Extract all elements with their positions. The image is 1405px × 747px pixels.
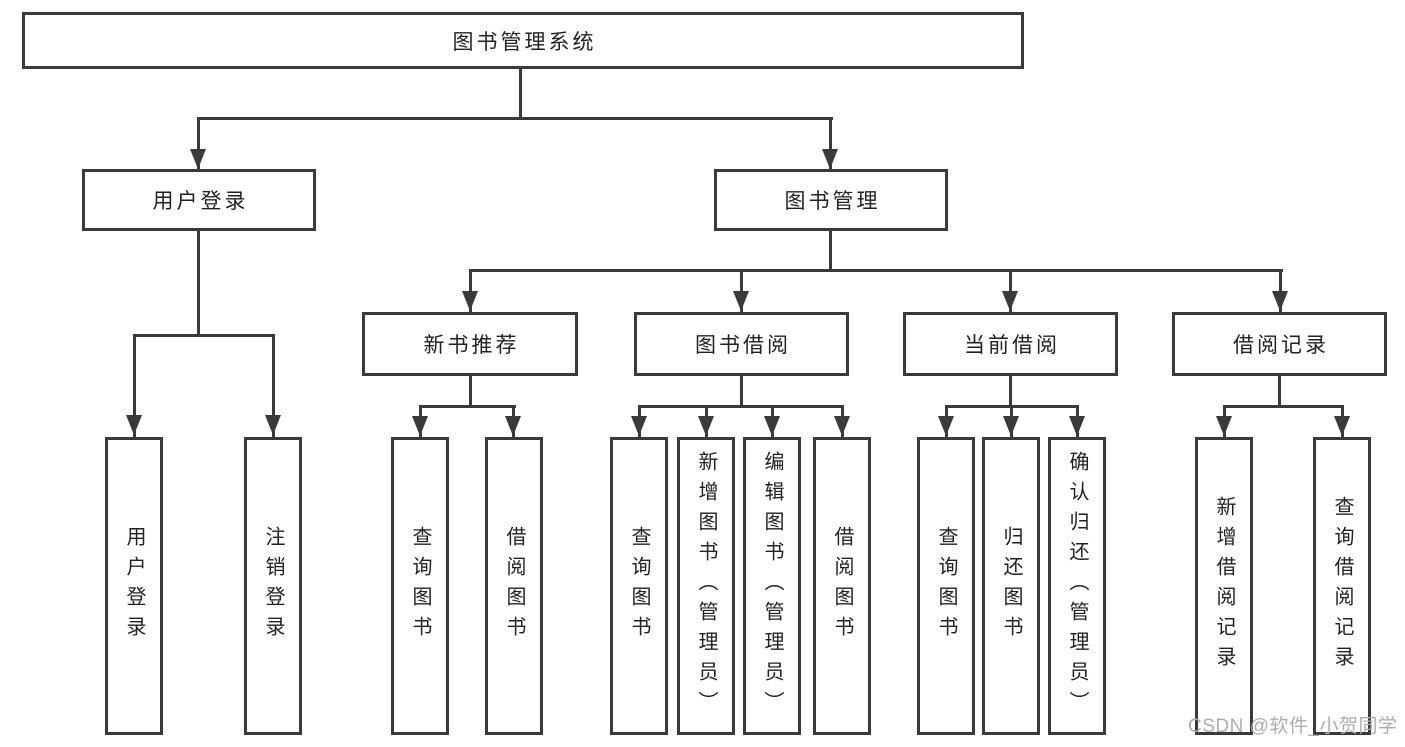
leaf-cb-return-books: 归还图书 — [982, 437, 1040, 735]
connector-new-book-recommend-stem — [469, 374, 472, 407]
leaf-cb-query-books-label: 查询图书 — [935, 526, 957, 646]
arrowhead-bb-query — [631, 416, 647, 436]
leaf-br-query-record-label: 查询借阅记录 — [1331, 496, 1353, 676]
leaf-bb-add-books-admin-label: 新增图书（管理员） — [695, 451, 717, 721]
arrowhead-nr-borrow — [505, 416, 521, 436]
connector-drop-new-book-recommend — [469, 269, 472, 312]
connector-drop-current-borrow — [1009, 269, 1012, 312]
leaf-bb-add-books-admin: 新增图书（管理员） — [677, 437, 735, 735]
node-user-login-label: 用户登录 — [152, 190, 249, 213]
arrowhead-leaf-logout — [265, 415, 281, 435]
node-current-borrow: 当前借阅 — [903, 312, 1118, 376]
leaf-cb-query-books: 查询图书 — [917, 437, 975, 735]
arrowhead-cb-confirm — [1069, 416, 1085, 436]
leaf-bb-query-books: 查询图书 — [610, 437, 668, 735]
node-current-borrow-label: 当前借阅 — [964, 334, 1060, 357]
node-root-system-label: 图书管理系统 — [452, 30, 597, 54]
arrowhead-nr-query — [412, 416, 428, 436]
leaf-nr-query-books: 查询图书 — [391, 437, 449, 735]
leaf-user-login: 用户登录 — [105, 437, 163, 735]
leaf-br-add-record: 新增借阅记录 — [1195, 437, 1253, 735]
arrowhead-book-borrow — [733, 291, 749, 311]
node-user-login: 用户登录 — [82, 169, 316, 231]
connector-user-login-split — [133, 334, 275, 337]
connector-user-login-stem — [197, 229, 200, 337]
node-borrow-records: 借阅记录 — [1172, 312, 1387, 376]
leaf-br-add-record-label: 新增借阅记录 — [1213, 496, 1235, 676]
connector-root-stem — [519, 67, 522, 120]
leaf-nr-borrow-books-label: 借阅图书 — [503, 526, 525, 646]
leaf-bb-edit-books-admin-label: 编辑图书（管理员） — [761, 451, 783, 721]
arrowhead-borrow-records — [1272, 291, 1288, 311]
connector-book-borrow-stem — [740, 374, 743, 407]
leaf-cb-return-books-label: 归还图书 — [1000, 526, 1022, 646]
node-book-management: 图书管理 — [714, 169, 948, 231]
leaf-bb-query-books-label: 查询图书 — [628, 526, 650, 646]
arrowhead-br-add — [1216, 416, 1232, 436]
leaf-cb-confirm-return-admin-label: 确认归还（管理员） — [1066, 451, 1088, 721]
node-book-borrow: 图书借阅 — [634, 312, 849, 376]
node-borrow-records-label: 借阅记录 — [1233, 334, 1329, 357]
leaf-nr-borrow-books: 借阅图书 — [485, 437, 543, 735]
arrowhead-br-query — [1334, 416, 1350, 436]
connector-root-split — [197, 117, 833, 120]
leaf-bb-borrow-books: 借阅图书 — [813, 437, 871, 735]
connector-drop-leaf-logout — [272, 334, 275, 437]
arrowhead-current-borrow — [1002, 291, 1018, 311]
connector-book-management-stem — [829, 229, 832, 272]
connector-drop-book-borrow — [740, 269, 743, 312]
node-new-book-recommend: 新书推荐 — [362, 312, 578, 376]
connector-new-book-recommend-split — [419, 405, 516, 408]
leaf-logout: 注销登录 — [244, 437, 302, 735]
arrowhead-bb-add — [698, 416, 714, 436]
arrowhead-cb-return — [1003, 416, 1019, 436]
leaf-bb-edit-books-admin: 编辑图书（管理员） — [743, 437, 801, 735]
node-root-system: 图书管理系统 — [22, 12, 1024, 69]
arrowhead-cb-query — [938, 416, 954, 436]
leaf-bb-borrow-books-label: 借阅图书 — [831, 526, 853, 646]
node-book-management-label: 图书管理 — [784, 190, 881, 213]
leaf-nr-query-books-label: 查询图书 — [409, 526, 431, 646]
leaf-logout-label: 注销登录 — [262, 526, 284, 646]
connector-book-borrow-split — [638, 405, 844, 408]
leaf-cb-confirm-return-admin: 确认归还（管理员） — [1048, 437, 1106, 735]
arrowhead-bb-borrow — [834, 416, 850, 436]
arrowhead-bb-edit — [764, 416, 780, 436]
connector-drop-borrow-records — [1279, 269, 1282, 312]
leaf-br-query-record: 查询借阅记录 — [1313, 437, 1371, 735]
connector-drop-user-login — [197, 117, 200, 169]
watermark: CSDN @软件_小贺同学 — [1188, 716, 1398, 737]
arrowhead-user-login — [190, 149, 206, 169]
node-new-book-recommend-label: 新书推荐 — [423, 334, 520, 357]
connector-book-management-split — [469, 269, 1283, 272]
connector-borrow-records-split — [1223, 405, 1344, 408]
connector-drop-leaf-user-login — [133, 334, 136, 437]
connector-borrow-records-stem — [1278, 374, 1281, 407]
connector-drop-book-management — [829, 117, 832, 169]
leaf-user-login-label: 用户登录 — [123, 526, 145, 646]
arrowhead-new-book-recommend — [462, 291, 478, 311]
arrowhead-book-management — [822, 149, 838, 169]
connector-current-borrow-stem — [1009, 374, 1012, 407]
arrowhead-leaf-user-login — [126, 415, 142, 435]
node-book-borrow-label: 图书借阅 — [695, 334, 791, 357]
